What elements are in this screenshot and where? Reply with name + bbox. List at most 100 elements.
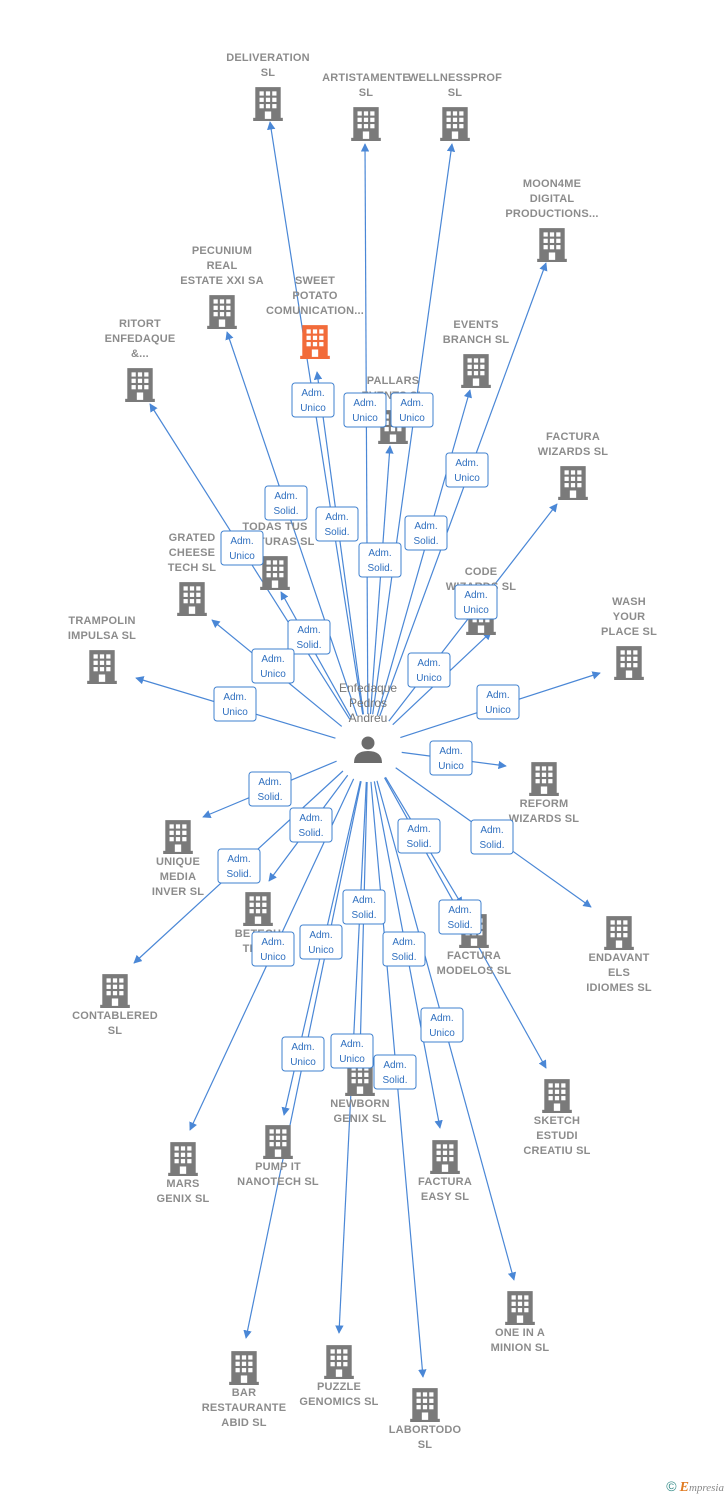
role-badge: Adm.Unico <box>343 392 387 428</box>
building-icon <box>430 1140 460 1174</box>
company-label: REAL <box>207 260 238 272</box>
badge-text: Adm. <box>309 930 332 941</box>
badge-text: Adm. <box>301 388 324 399</box>
badge-text: Adm. <box>352 895 375 906</box>
badge-text: Adm. <box>261 654 284 665</box>
role-badge: Adm.Solid. <box>342 889 386 925</box>
badge-text: Adm. <box>448 905 471 916</box>
badge-text: Adm. <box>353 398 376 409</box>
company-label: WIZARDS SL <box>509 813 580 825</box>
company-label: GENIX SL <box>157 1193 210 1205</box>
role-badge: Adm.Solid. <box>382 931 426 967</box>
role-badge: Adm. Unico <box>420 1007 464 1043</box>
role-badge: Adm.Unico <box>251 931 295 967</box>
role-badge: Adm.Solid. <box>289 807 333 843</box>
role-badge: Adm.Unico <box>213 686 257 722</box>
company-label: CONTABLERED <box>72 1010 158 1022</box>
company-moon4me[interactable]: MOON4MEDIGITALPRODUCTIONS... <box>505 178 598 262</box>
badge-text: Solid. <box>382 1075 407 1086</box>
company-label: NEWBORN <box>330 1098 389 1110</box>
role-badge: Adm.Solid. <box>358 542 402 578</box>
badge-text: Unico <box>429 1028 455 1039</box>
edge-wellnessprof <box>372 143 456 715</box>
company-label: ENFEDAQUE <box>105 333 176 345</box>
company-pecunium[interactable]: PECUNIUM REAL ESTATE XXI SA <box>180 245 264 329</box>
badge-text: Unico <box>416 673 442 684</box>
company-label: YOUR <box>613 611 646 623</box>
building-icon <box>461 354 491 388</box>
company-ritort[interactable]: RITORTENFEDAQUE&... <box>105 318 176 402</box>
company-label: ABID SL <box>221 1417 266 1429</box>
company-label: PECUNIUM <box>192 245 252 257</box>
company-label: INVER SL <box>152 886 204 898</box>
company-label: EASY SL <box>421 1191 469 1203</box>
company-label: IMPULSA SL <box>68 630 136 642</box>
company-label: LABORTODO <box>389 1424 462 1436</box>
badge-text: Adm. <box>297 625 320 636</box>
badge-text: Unico <box>463 605 489 616</box>
badge-text: Unico <box>339 1054 365 1065</box>
badge-text: Solid. <box>257 792 282 803</box>
company-label: ESTATE XXI SA <box>180 275 263 287</box>
company-label: GENOMICS SL <box>299 1396 378 1408</box>
building-icon <box>410 1388 440 1422</box>
badge-text: Unico <box>260 669 286 680</box>
company-label: BAR <box>232 1387 256 1399</box>
company-label: SL <box>448 87 463 99</box>
company-label: ENDAVANT <box>588 952 649 964</box>
building-icon <box>263 1125 293 1159</box>
badge-text: Adm. <box>227 854 250 865</box>
badge-text: Adm. <box>258 777 281 788</box>
role-badge: Adm.Unico <box>476 684 520 720</box>
badge-text: Unico <box>260 952 286 963</box>
badge-text: Solid. <box>296 640 321 651</box>
company-label: TECH SL <box>168 562 217 574</box>
role-badge: Adm.Solid. <box>397 818 441 854</box>
building-icon <box>300 325 330 359</box>
company-label: NANOTECH SL <box>237 1176 319 1188</box>
building-icon <box>324 1345 354 1379</box>
building-icon <box>529 762 559 796</box>
badge-text: Adm. <box>400 398 423 409</box>
building-icon <box>87 650 117 684</box>
badge-text: Unico <box>454 473 480 484</box>
badge-text: Solid. <box>406 839 431 850</box>
company-label: BRANCH SL <box>443 334 510 346</box>
badge-text: Unico <box>229 551 255 562</box>
building-icon <box>440 107 470 141</box>
role-badge: Adm. Solid. <box>248 771 292 807</box>
badge-text: Solid. <box>324 527 349 538</box>
badge-text: Solid. <box>413 536 438 547</box>
badge-text: Adm. <box>299 813 322 824</box>
company-label: RITORT <box>119 318 161 330</box>
company-sweet-potato[interactable]: SWEETPOTATOCOMUNICATION... <box>266 275 364 359</box>
company-label: UNIQUE <box>156 856 200 868</box>
badge-text: Adm. <box>430 1013 453 1024</box>
role-badge: Adm.Solid. <box>404 515 448 551</box>
person-name-label: Andreu <box>349 711 388 725</box>
